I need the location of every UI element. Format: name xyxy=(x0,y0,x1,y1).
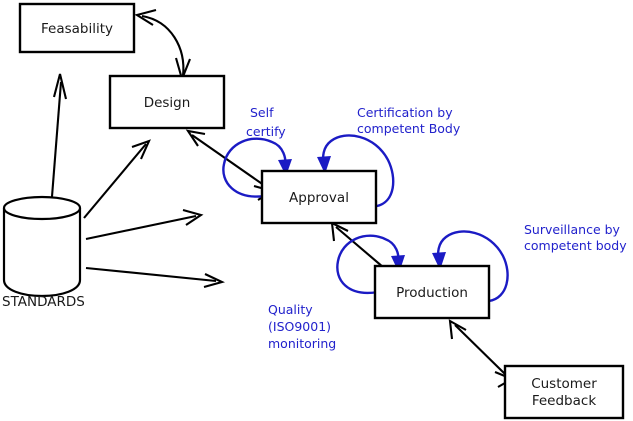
node-design-label: Design xyxy=(144,95,191,111)
annotation-self-certify-line2: certify xyxy=(246,124,286,139)
loop-self-certify xyxy=(222,137,292,198)
edge-standards-to-design xyxy=(83,139,151,219)
node-feasability[interactable]: Feasability xyxy=(18,2,136,54)
annotation-quality-line1: Quality xyxy=(268,302,313,317)
edge-production-customer-feedback xyxy=(448,319,515,388)
edge-design-approval xyxy=(185,129,275,201)
annotation-quality-line2: (ISO9001) xyxy=(268,319,331,334)
node-standards-label: STANDARDS xyxy=(2,294,85,310)
annotation-surveillance: Surveillance by competent body xyxy=(524,222,627,253)
loop-certification xyxy=(317,134,395,208)
annotation-self-certify: Self certify xyxy=(246,105,286,139)
node-production[interactable]: Production xyxy=(373,264,491,320)
annotation-quality-monitoring: Quality (ISO9001) monitoring xyxy=(268,302,336,351)
node-feasability-label: Feasability xyxy=(41,21,113,37)
annotation-quality-line3: monitoring xyxy=(268,336,336,351)
node-customer-feedback-label-line1: Customer xyxy=(531,376,597,392)
annotation-surveillance-line1: Surveillance by xyxy=(524,222,621,237)
edge-design-to-feasability xyxy=(134,8,191,83)
node-customer-feedback-label-line2: Feedback xyxy=(532,393,596,409)
loop-quality-monitoring xyxy=(336,234,405,295)
edge-standards-to-approval xyxy=(85,208,204,241)
node-customer-feedback[interactable]: Customer Feedback xyxy=(503,364,625,420)
node-design[interactable]: Design xyxy=(108,74,226,130)
annotation-certification: Certification by competent Body xyxy=(357,105,461,136)
node-production-label: Production xyxy=(396,285,468,301)
annotation-self-certify-line1: Self xyxy=(250,105,274,120)
loop-surveillance xyxy=(432,230,509,303)
edge-standards-to-production xyxy=(85,266,226,289)
annotation-certification-line1: Certification by xyxy=(357,105,453,120)
node-approval-label: Approval xyxy=(289,190,349,206)
node-standards-datastore[interactable]: STANDARDS xyxy=(2,195,85,310)
annotation-surveillance-line2: competent body xyxy=(524,238,627,253)
annotation-certification-line2: competent Body xyxy=(357,121,461,136)
node-approval[interactable]: Approval xyxy=(260,169,378,225)
